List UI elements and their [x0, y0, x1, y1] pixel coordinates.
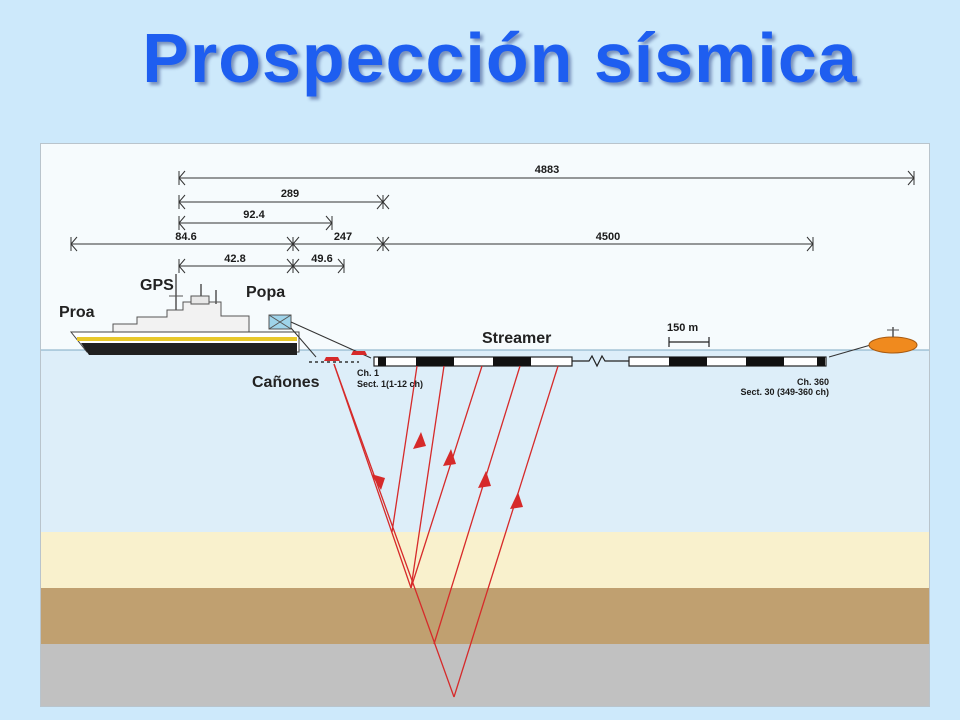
dim-gps-to-streamer: 289	[281, 188, 299, 200]
sediment-layer-3	[41, 644, 929, 706]
sediment-layer-1	[41, 532, 929, 588]
label-sect30: Sect. 30 (349-360 ch)	[740, 387, 829, 397]
dim-gps-to-guns: 92.4	[243, 209, 265, 221]
airgun-array	[324, 351, 367, 361]
label-guns: Cañones	[252, 374, 320, 391]
label-stern: Popa	[246, 284, 285, 301]
label-streamer: Streamer	[482, 330, 551, 347]
dim-streamer-length: 4500	[596, 231, 620, 243]
seismic-rays	[333, 363, 559, 698]
label-gps: GPS	[140, 277, 174, 294]
dimension-lines	[70, 170, 915, 274]
ray-arrowheads	[371, 432, 523, 509]
page-title: Prospección sísmica	[142, 19, 858, 97]
label-ch360: Ch. 360	[797, 377, 829, 387]
dim-total: 4883	[535, 164, 559, 176]
label-ch1: Ch. 1	[357, 368, 379, 378]
scale-bar	[668, 337, 710, 347]
dim-gps-to-stern: 42.8	[224, 253, 245, 265]
dim-stern-to-streamer: 247	[334, 231, 352, 243]
streamer-cable	[373, 354, 827, 368]
dim-bow-to-gps: 84.6	[175, 231, 196, 243]
water-column	[41, 350, 929, 532]
tail-buoy	[868, 327, 918, 354]
label-bow: Proa	[59, 304, 95, 321]
label-scale: 150 m	[667, 322, 698, 334]
ship	[69, 274, 300, 355]
label-sect1: Sect. 1(1-12 ch)	[357, 379, 423, 389]
dim-stern-to-guns: 49.6	[311, 253, 332, 265]
seismic-diagram: 4883 289 92.4 84.6 247 4500 42.8 49.6	[40, 143, 930, 707]
